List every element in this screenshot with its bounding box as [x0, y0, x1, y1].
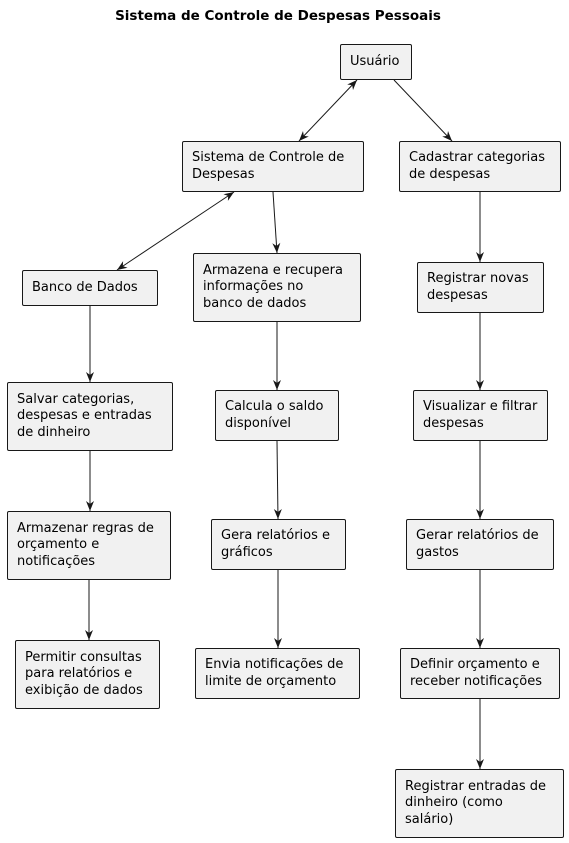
node-calcula-saldo: Calcula o saldo disponível — [215, 390, 339, 441]
arrowhead-registrar_despesas — [476, 252, 484, 262]
node-gera-relatorios: Gera relatórios e gráficos — [211, 519, 346, 570]
node-usuario: Usuário — [340, 44, 412, 80]
node-banco-de-dados: Banco de Dados — [22, 270, 158, 306]
diagram-title: Sistema de Controle de Despesas Pessoais — [115, 8, 441, 24]
edge-calcula-to-gera_relatorios — [276, 440, 279, 520]
node-gerar-relatorios: Gerar relatórios de gastos — [406, 519, 554, 570]
edge-sistema-to-banco — [116, 191, 235, 271]
arrowhead-salvar — [86, 372, 94, 382]
node-armazenar-regras: Armazenar regras de orçamento e notifica… — [7, 511, 171, 580]
node-registrar-entradas: Registrar entradas de dinheiro (como sal… — [395, 769, 564, 838]
edge-sistema-to-armazena_recupera — [272, 191, 278, 254]
node-registrar-despesas: Registrar novas despesas — [417, 262, 544, 313]
arrowhead-banco — [117, 261, 128, 270]
edge-usuario-to-cadastrar — [393, 79, 453, 142]
arrowhead-registrar_entradas — [476, 759, 484, 769]
arrowhead-sistema — [299, 130, 309, 141]
arrowhead-definir — [476, 638, 484, 648]
node-salvar-categorias: Salvar categorias, despesas e entradas d… — [7, 382, 173, 451]
arrowhead-armazenar_regras — [86, 501, 94, 511]
node-sistema: Sistema de Controle de Despesas — [182, 141, 364, 192]
node-visualizar-filtrar: Visualizar e filtrar despesas — [413, 390, 548, 441]
edge-usuario-to-sistema — [298, 79, 358, 142]
node-armazena-recupera: Armazena e recupera informações no banco… — [193, 253, 361, 322]
arrowhead-cadastrar — [442, 130, 452, 141]
arrowhead-sistema — [223, 192, 234, 201]
node-envia-notificacoes: Envia notificações de limite de orçament… — [195, 648, 360, 699]
arrowhead-gerar_relatorios — [476, 509, 484, 519]
node-cadastrar-categorias: Cadastrar categorias de despesas — [399, 141, 561, 192]
arrowhead-envia — [274, 638, 282, 648]
arrowhead-calcula — [273, 380, 281, 390]
node-definir-orcamento: Definir orçamento e receber notificações — [400, 648, 560, 699]
arrowhead-armazena_recupera — [272, 242, 281, 253]
node-permitir-consultas: Permitir consultas para relatórios e exi… — [15, 640, 160, 709]
arrowhead-visualizar — [476, 380, 484, 390]
arrowhead-usuario — [347, 80, 357, 91]
arrowhead-gera_relatorios — [273, 508, 282, 519]
arrowhead-permitir — [85, 630, 93, 640]
